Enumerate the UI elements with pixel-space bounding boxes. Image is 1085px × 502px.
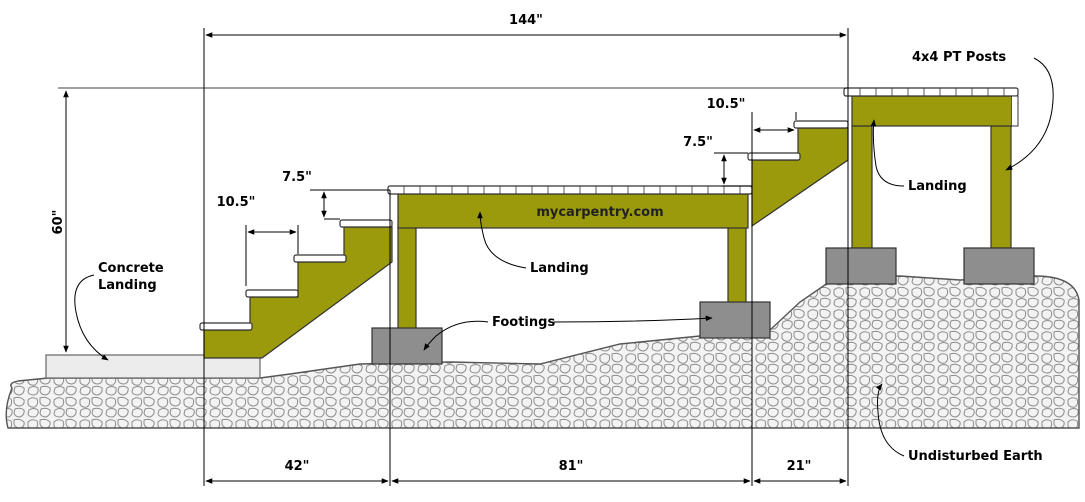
middle-landing-label: Landing	[530, 261, 589, 276]
upper-deck-board-seams	[859, 88, 1005, 96]
overall-width-label: 144"	[509, 13, 543, 28]
footings-label: Footings	[492, 315, 555, 330]
upper-step-callout-lines	[714, 112, 797, 187]
height-label: 60"	[51, 210, 66, 235]
upper-landing-post-right	[990, 125, 1012, 249]
upper-landing-beam	[851, 95, 1013, 127]
upper-run-label: 21"	[787, 459, 812, 474]
middle-landing-post-right	[727, 225, 747, 305]
upper-landing-post-left	[851, 125, 873, 249]
middle-landing-post-left	[397, 225, 417, 333]
upper-tread-label: 10.5"	[707, 97, 746, 112]
watermark: mycarpentry.com	[536, 205, 663, 220]
lower-treads	[199, 219, 393, 331]
footing-4	[963, 247, 1035, 285]
lower-run-label: 42"	[285, 459, 310, 474]
upper-landing-edge-fascia	[1012, 95, 1019, 127]
footing-1	[371, 327, 443, 365]
lower-step-callout-lines	[245, 189, 390, 286]
upper-landing-decking	[843, 87, 1019, 97]
lower-riser-label: 7.5"	[282, 170, 312, 185]
upper-treads	[747, 120, 849, 161]
middle-run-label: 81"	[559, 459, 584, 474]
middle-deck-board-seams	[403, 186, 741, 194]
middle-landing-decking	[387, 185, 753, 195]
dimension-extension-lines	[58, 28, 849, 486]
callout-leaders	[74, 57, 1054, 457]
posts-label: 4x4 PT Posts	[912, 50, 1006, 65]
earth-mass	[5, 275, 1080, 429]
earth-label: Undisturbed Earth	[908, 449, 1043, 464]
lower-tread-label: 10.5"	[217, 195, 256, 210]
middle-landing-beam	[397, 193, 749, 229]
upper-riser-label: 7.5"	[683, 135, 713, 150]
footing-3	[825, 247, 897, 285]
concrete-landing-label-line1: Concrete	[98, 261, 164, 276]
concrete-landing-slab	[45, 354, 261, 379]
upper-landing-label: Landing	[908, 179, 967, 194]
upper-stringer	[751, 127, 849, 228]
concrete-landing-label-line2: Landing	[98, 278, 157, 293]
footing-2	[699, 301, 771, 339]
